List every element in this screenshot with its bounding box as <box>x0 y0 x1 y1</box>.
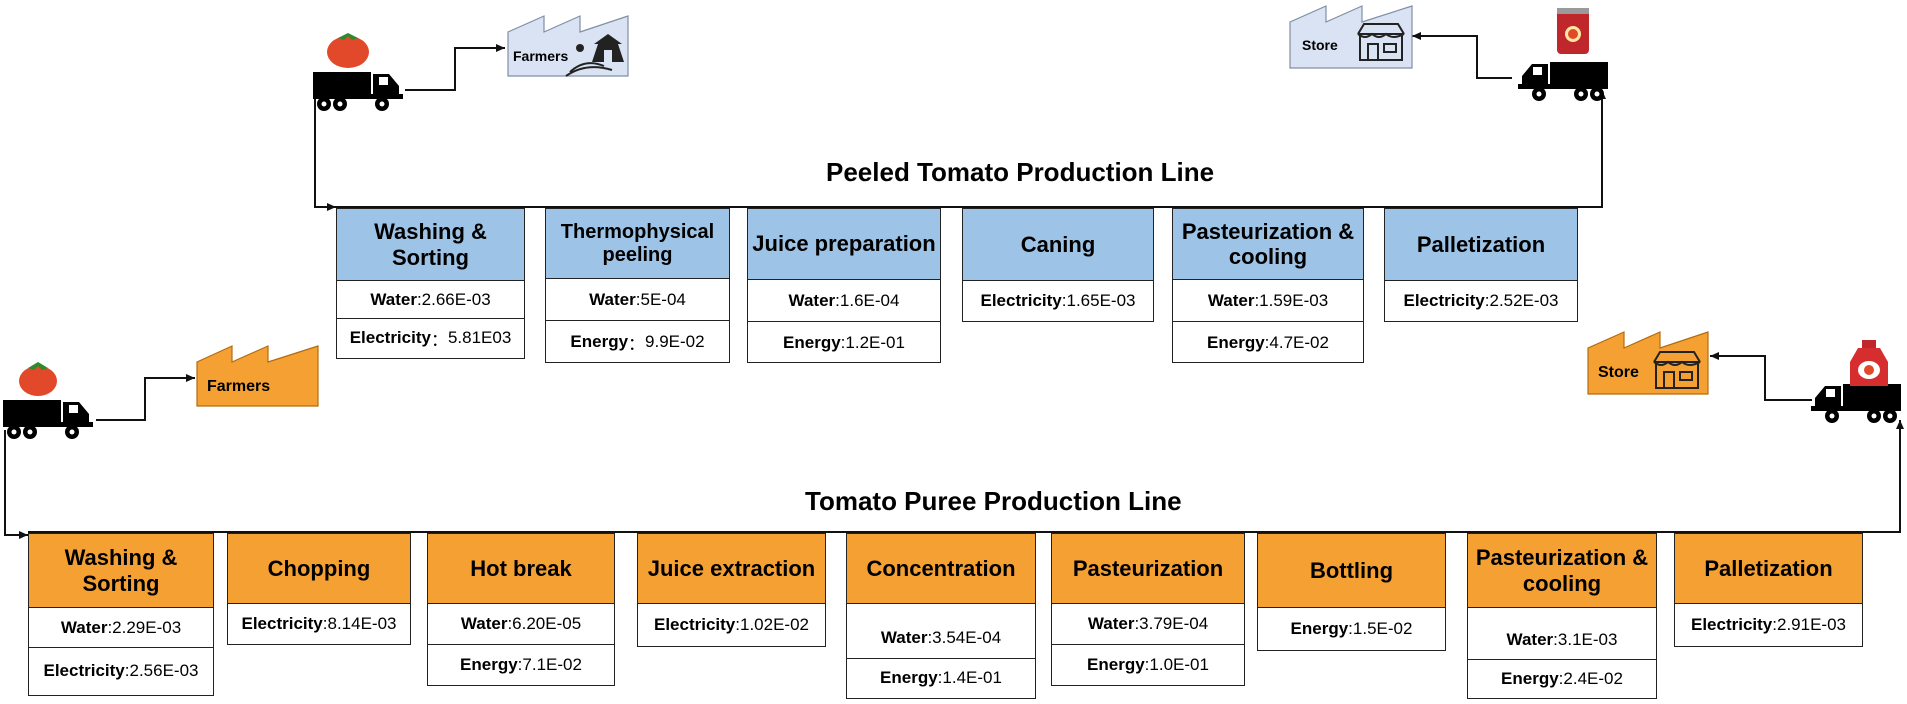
peeled-line-connectors <box>314 32 1606 211</box>
step-resource-row: Energy: 1.4E-01 <box>880 668 1002 687</box>
tomato-icon <box>327 33 369 68</box>
step-name: Caning <box>963 209 1153 281</box>
step-name: Thermophysical peeling <box>546 209 729 279</box>
step-resource-row: Water: 2.66E-03 <box>337 281 524 319</box>
step-name: Pasteurization & cooling <box>1468 534 1656 608</box>
step-resource-row: Energy: 4.7E-02 <box>1207 333 1329 352</box>
puree-line-title: Tomato Puree Production Line <box>805 486 1182 516</box>
puree-step-concentration: Concentration Water: 3.54E-04 Energy: 1.… <box>846 533 1036 699</box>
puree-step-pasteurization: Pasteurization Water: 3.79E-04 Energy: 1… <box>1051 533 1245 686</box>
step-resource-row: Energy: 1.5E-02 <box>1290 619 1413 638</box>
peeled-step-juice-preparation: Juice preparation Water: 1.6E-04 Energy:… <box>747 208 941 363</box>
farmers-label: Farmers <box>513 48 569 64</box>
store-icon <box>1653 351 1701 389</box>
step-name: Chopping <box>228 534 410 604</box>
step-resource-row: Electricity: 2.91E-03 <box>1691 615 1846 634</box>
store-label: Store <box>1302 37 1338 53</box>
step-name: Juice extraction <box>638 534 825 604</box>
puree-step-palletization: Palletization Electricity: 2.91E-03 <box>1674 533 1863 647</box>
step-resource-row: Water: 1.59E-03 <box>1173 280 1363 322</box>
step-resource-row: Water:2.29E-03 <box>29 608 213 648</box>
step-name: Pasteurization & cooling <box>1173 209 1363 280</box>
ketchup-bottle-icon <box>1850 340 1888 386</box>
step-resource-row: Water: 3.54E-04 <box>847 604 1035 659</box>
step-resource-row: Energy: 1.0E-01 <box>1087 655 1209 674</box>
factory-icon <box>1289 5 1413 69</box>
step-resource-row: Water: 3.1E-03 <box>1468 608 1656 660</box>
step-name: Washing & Sorting <box>29 534 213 608</box>
puree-step-juice-extraction: Juice extraction Electricity: 1.02E-02 <box>637 533 826 647</box>
store-icon <box>1357 23 1405 61</box>
step-resource-row: Electricity: 2.52E-03 <box>1403 291 1559 310</box>
truck-icon <box>3 400 93 439</box>
step-resource-row: Energy： 9.9E-02 <box>570 332 705 354</box>
step-resource-row: Electricity： 5.81E03 <box>349 328 512 350</box>
peeled-step-washing-sorting: Washing & Sorting Water: 2.66E-03 Electr… <box>336 208 525 359</box>
step-name: Concentration <box>847 534 1035 604</box>
puree-step-chopping: Chopping Electricity: 8.14E-03 <box>227 533 411 645</box>
peeled-step-caning: Caning Electricity: 1.65E-03 <box>962 208 1154 322</box>
step-resource-row: Water: 1.6E-04 <box>748 280 940 322</box>
step-name: Palletization <box>1385 209 1577 281</box>
truck-icon <box>1811 384 1901 423</box>
step-name: Palletization <box>1675 534 1862 604</box>
farm-icon <box>565 34 624 77</box>
puree-line-connectors <box>4 352 1904 539</box>
step-name: Hot break <box>428 534 614 604</box>
step-resource-row: Energy: 2.4E-02 <box>1501 669 1623 688</box>
step-resource-row: Energy: 1.2E-01 <box>783 333 905 352</box>
step-name: Bottling <box>1258 534 1445 608</box>
step-resource-row: Electricity: 8.14E-03 <box>241 614 397 633</box>
peeled-step-thermophysical-peeling: Thermophysical peeling Water: 5E-04 Ener… <box>545 208 730 363</box>
step-name: Juice preparation <box>748 209 940 280</box>
factory-icon <box>196 345 319 407</box>
step-name: Pasteurization <box>1052 534 1244 604</box>
step-resource-row: Water: 5E-04 <box>546 279 729 321</box>
step-resource-row: Electricity: 1.02E-02 <box>654 615 809 634</box>
step-resource-row: Electricity: 1.65E-03 <box>980 291 1136 310</box>
puree-step-bottling: Bottling Energy: 1.5E-02 <box>1257 533 1446 651</box>
factory-icon <box>1587 331 1709 395</box>
truck-icon <box>313 72 403 111</box>
peeled-step-palletization: Palletization Electricity: 2.52E-03 <box>1384 208 1578 322</box>
step-resource-row: Water: 6.20E-05 <box>428 604 614 645</box>
puree-step-hot-break: Hot break Water: 6.20E-05 Energy: 7.1E-0… <box>427 533 615 686</box>
step-resource-row: Electricity: 2.56E-03 <box>43 661 199 680</box>
peeled-line-title: Peeled Tomato Production Line <box>826 157 1215 187</box>
step-resource-row: Water: 3.79E-04 <box>1052 604 1244 645</box>
store-label: Store <box>1598 364 1639 381</box>
step-name: Washing & Sorting <box>337 209 524 281</box>
truck-icon <box>1518 62 1608 101</box>
step-resource-row: Energy: 7.1E-02 <box>460 655 582 674</box>
can-icon <box>1557 8 1589 54</box>
puree-step-pasteurization-cooling: Pasteurization & cooling Water: 3.1E-03 … <box>1467 533 1657 699</box>
tomato-icon <box>19 362 57 396</box>
peeled-step-pasteurization-cooling: Pasteurization & cooling Water: 1.59E-03… <box>1172 208 1364 363</box>
farmers-label: Farmers <box>207 378 271 395</box>
puree-step-washing-sorting: Washing & Sorting Water:2.29E-03 Electri… <box>28 533 214 696</box>
